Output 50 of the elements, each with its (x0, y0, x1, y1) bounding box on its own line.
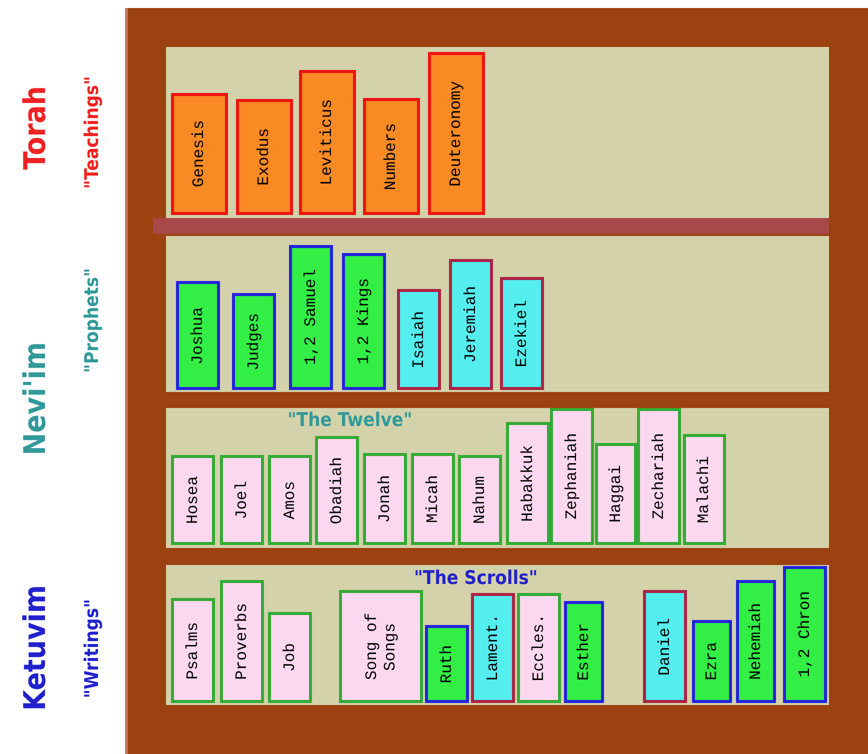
book-spine: Esther (564, 601, 604, 703)
book-spine: Eccles. (517, 593, 561, 703)
book-spine: 1,2 Chron (783, 566, 827, 703)
group-heading: "The Scrolls" (414, 567, 538, 589)
book-spine: Zechariah (637, 408, 681, 545)
book-spine: Hosea (171, 455, 215, 545)
section-subtitle: "Teachings" (81, 76, 103, 188)
book-spine: Haggai (595, 443, 637, 545)
section-subtitle: "Writings" (81, 598, 103, 698)
section-title: Nevi'im (18, 342, 52, 455)
book-spine: Isaiah (397, 289, 441, 390)
book-spine: Zephaniah (550, 408, 594, 545)
book-spine: Nahum (458, 455, 502, 545)
book-spine: Micah (411, 453, 455, 545)
group-heading: "The Twelve" (288, 409, 412, 431)
book-spine: Nehemiah (736, 580, 776, 703)
book-spine: Exodus (236, 99, 293, 215)
book-spine: 1,2 Kings (342, 253, 386, 390)
book-spine: Malachi (683, 434, 726, 545)
shelf (166, 47, 829, 218)
bookcase-frame (125, 8, 868, 754)
book-spine: Obadiah (315, 436, 359, 545)
section-title: Torah (18, 86, 52, 170)
shelf (166, 565, 829, 705)
book-spine: Song of Songs (339, 590, 423, 703)
book-spine: Jeremiah (449, 259, 493, 390)
book-spine: Ruth (425, 625, 469, 703)
book-spine: Joel (220, 455, 264, 545)
shelf (166, 408, 829, 548)
book-spine: Genesis (171, 93, 228, 215)
book-spine: Numbers (363, 98, 420, 215)
book-spine: Joshua (176, 281, 220, 390)
section-subtitle: "Prophets" (81, 268, 103, 372)
shelf (166, 236, 829, 392)
book-spine: Amos (268, 455, 312, 545)
book-spine: Deuteronomy (428, 52, 485, 215)
book-spine: Leviticus (299, 70, 356, 215)
book-spine: Lament. (471, 593, 515, 703)
book-spine: Daniel (643, 590, 687, 703)
section-title: Ketuvim (18, 585, 52, 711)
book-spine: Job (268, 612, 312, 703)
shelf-board (153, 218, 829, 234)
book-spine: Habakkuk (506, 422, 550, 545)
book-spine: Judges (232, 293, 276, 390)
book-spine: Ezra (692, 620, 732, 703)
book-spine: Psalms (171, 598, 215, 703)
book-spine: Jonah (363, 453, 407, 545)
book-spine: Proverbs (220, 580, 264, 703)
book-spine: 1,2 Samuel (289, 245, 333, 390)
book-spine: Ezekiel (500, 277, 544, 390)
